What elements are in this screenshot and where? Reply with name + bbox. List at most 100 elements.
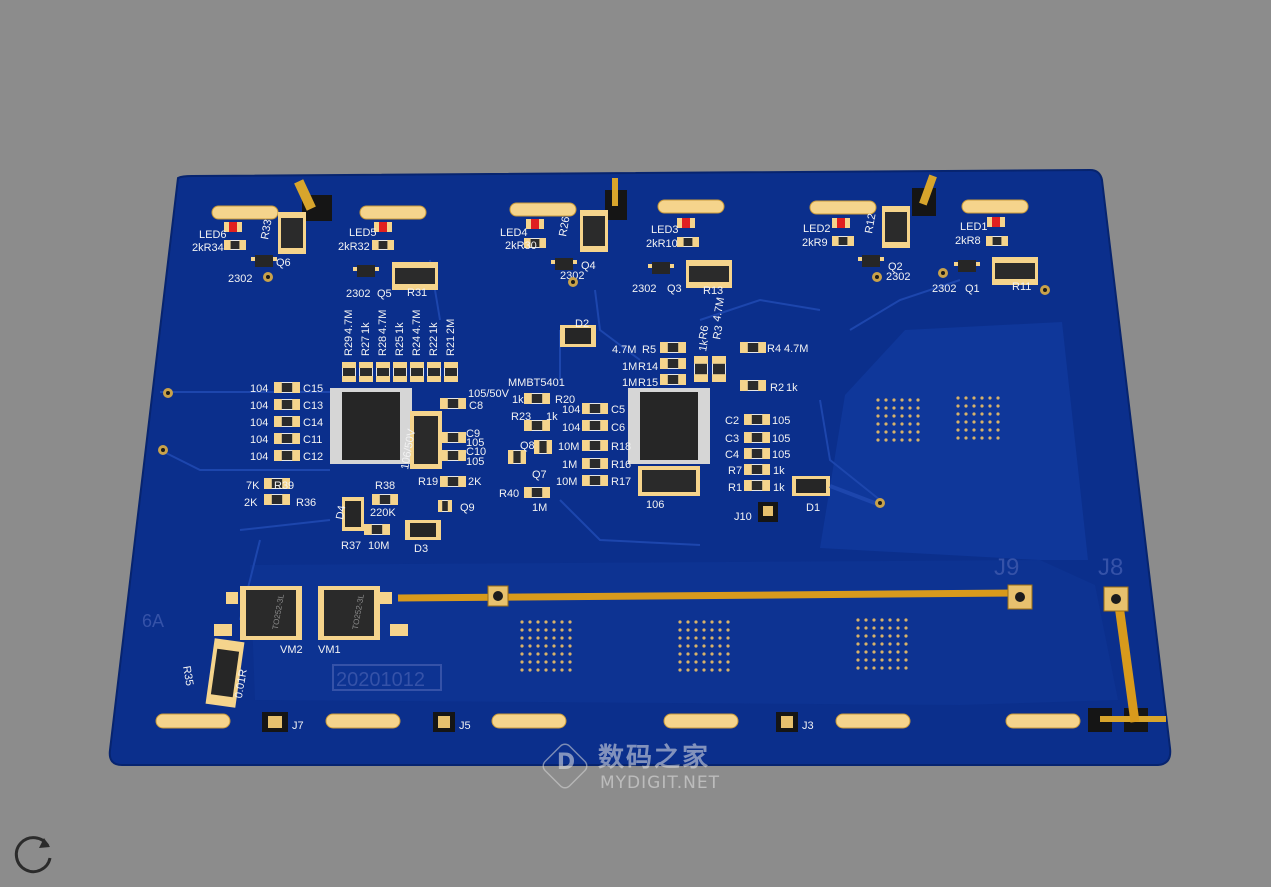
transistor-label: Q3: [667, 283, 682, 295]
silk-label: 10M: [556, 476, 577, 488]
cap-ref: C15: [303, 383, 323, 395]
r35-value: 0.01R: [233, 668, 250, 699]
smd-part: [410, 362, 424, 382]
cap-ref: C12: [303, 451, 323, 463]
vm2-label: VM2: [280, 644, 303, 656]
led-label: LED2: [803, 223, 831, 235]
smd-part: [582, 440, 608, 451]
j8-label: J8: [1098, 554, 1123, 581]
silk-label: 106: [646, 499, 664, 511]
silk-label: R6: [697, 325, 711, 341]
array-resistor-ref: R28: [377, 336, 389, 356]
transistor-part-label: 2302: [228, 273, 252, 285]
main-resistor-label: R31: [407, 287, 427, 299]
silk-label: R18: [611, 441, 631, 453]
smd-part: [508, 450, 526, 464]
vm1-label: VM1: [318, 644, 341, 656]
transistor-label: Q2: [888, 261, 903, 273]
array-resistor-ref: R27: [360, 336, 372, 356]
silk-label: R7: [728, 465, 742, 477]
silk-label: Q9: [460, 502, 475, 514]
smd-part: [274, 450, 300, 461]
silk-label: C10: [466, 446, 486, 458]
smd-part: [744, 448, 770, 459]
smd-part: [660, 342, 686, 353]
smd-part: [359, 362, 373, 382]
silk-label: 105: [466, 456, 484, 468]
silk-label: D4: [334, 505, 348, 521]
silk-label: 105: [466, 437, 484, 449]
array-resistor-value: 4.7M: [343, 310, 355, 334]
smd-part: [534, 440, 552, 454]
smd-part: [264, 478, 290, 489]
transistor-part-label: 2302: [346, 288, 370, 300]
silk-label: 104: [562, 404, 580, 416]
led-red: [229, 222, 237, 232]
silk-label: 220K: [370, 507, 396, 519]
array-resistor-value: 1k: [360, 322, 372, 334]
led-resistor-label: 2kR10: [646, 238, 678, 250]
silk-label: 104: [562, 422, 580, 434]
silk-label: 1M: [562, 459, 577, 471]
cap-ref: C13: [303, 400, 323, 412]
led-resistor-label: 2kR32: [338, 241, 370, 253]
cap-ref: C11: [303, 434, 322, 446]
transistor-label: Q1: [965, 283, 980, 295]
cap-value: 104: [250, 451, 268, 463]
silk-label: C9: [466, 428, 480, 440]
smd-part: [744, 480, 770, 491]
silk-label: 10M: [368, 540, 389, 552]
smd-part: [712, 356, 726, 382]
led-red: [682, 218, 690, 228]
smd-part: [660, 374, 686, 385]
smd-part: [524, 393, 550, 404]
silk-label: C4: [725, 449, 739, 461]
j5-label: J5: [459, 720, 471, 732]
led-resistor-label: 2kR34: [192, 242, 224, 254]
silk-label: Q7: [532, 469, 547, 481]
array-resistor-value: 2M: [445, 319, 457, 334]
silk-label: R17: [611, 476, 631, 488]
silk-label: R2: [770, 382, 784, 394]
silk-label: 1M: [532, 502, 547, 514]
silk-label: 105/50V: [468, 388, 510, 400]
rotate-icon: [14, 836, 52, 874]
smd-part: [986, 236, 1008, 246]
bottom-connectors: [262, 708, 1166, 732]
smd-part: [364, 524, 390, 535]
silk-label: 1M: [622, 377, 637, 389]
silk-label: D2: [575, 318, 589, 330]
resistor-array-left: R294.7MR271kR284.7MR251kR244.7MR221kR212…: [342, 310, 458, 382]
silk-label: 1k: [697, 339, 711, 353]
main-resistor-label: R11: [1012, 281, 1031, 293]
smd-part: [582, 420, 608, 431]
j3-label: J3: [802, 720, 814, 732]
smd-part: [694, 356, 708, 382]
smd-part: [582, 403, 608, 414]
array-resistor-ref: R25: [394, 336, 406, 356]
silk-label: R5: [642, 344, 656, 356]
j7-label: J7: [292, 720, 304, 732]
faint-current-text: 6A: [142, 611, 164, 631]
smd-part: [582, 458, 608, 469]
array-resistor-ref: R22: [428, 336, 440, 356]
silk-label: R4: [767, 343, 781, 355]
cap-ref: C14: [303, 417, 323, 429]
faint-traces: [159, 259, 961, 621]
main-resistor-label: R12: [863, 213, 878, 235]
array-resistor-ref: R24: [411, 336, 423, 356]
silk-label: 1k: [786, 382, 798, 394]
smd-part: [274, 416, 300, 427]
silk-label: R3: [711, 325, 725, 341]
smd-part: [376, 362, 390, 382]
silk-label: R40: [499, 488, 519, 500]
main-resistor-label: R33: [259, 219, 274, 241]
smd-part: [372, 240, 394, 250]
rotate-view-button[interactable]: [10, 832, 56, 878]
small-parts: [264, 342, 770, 535]
